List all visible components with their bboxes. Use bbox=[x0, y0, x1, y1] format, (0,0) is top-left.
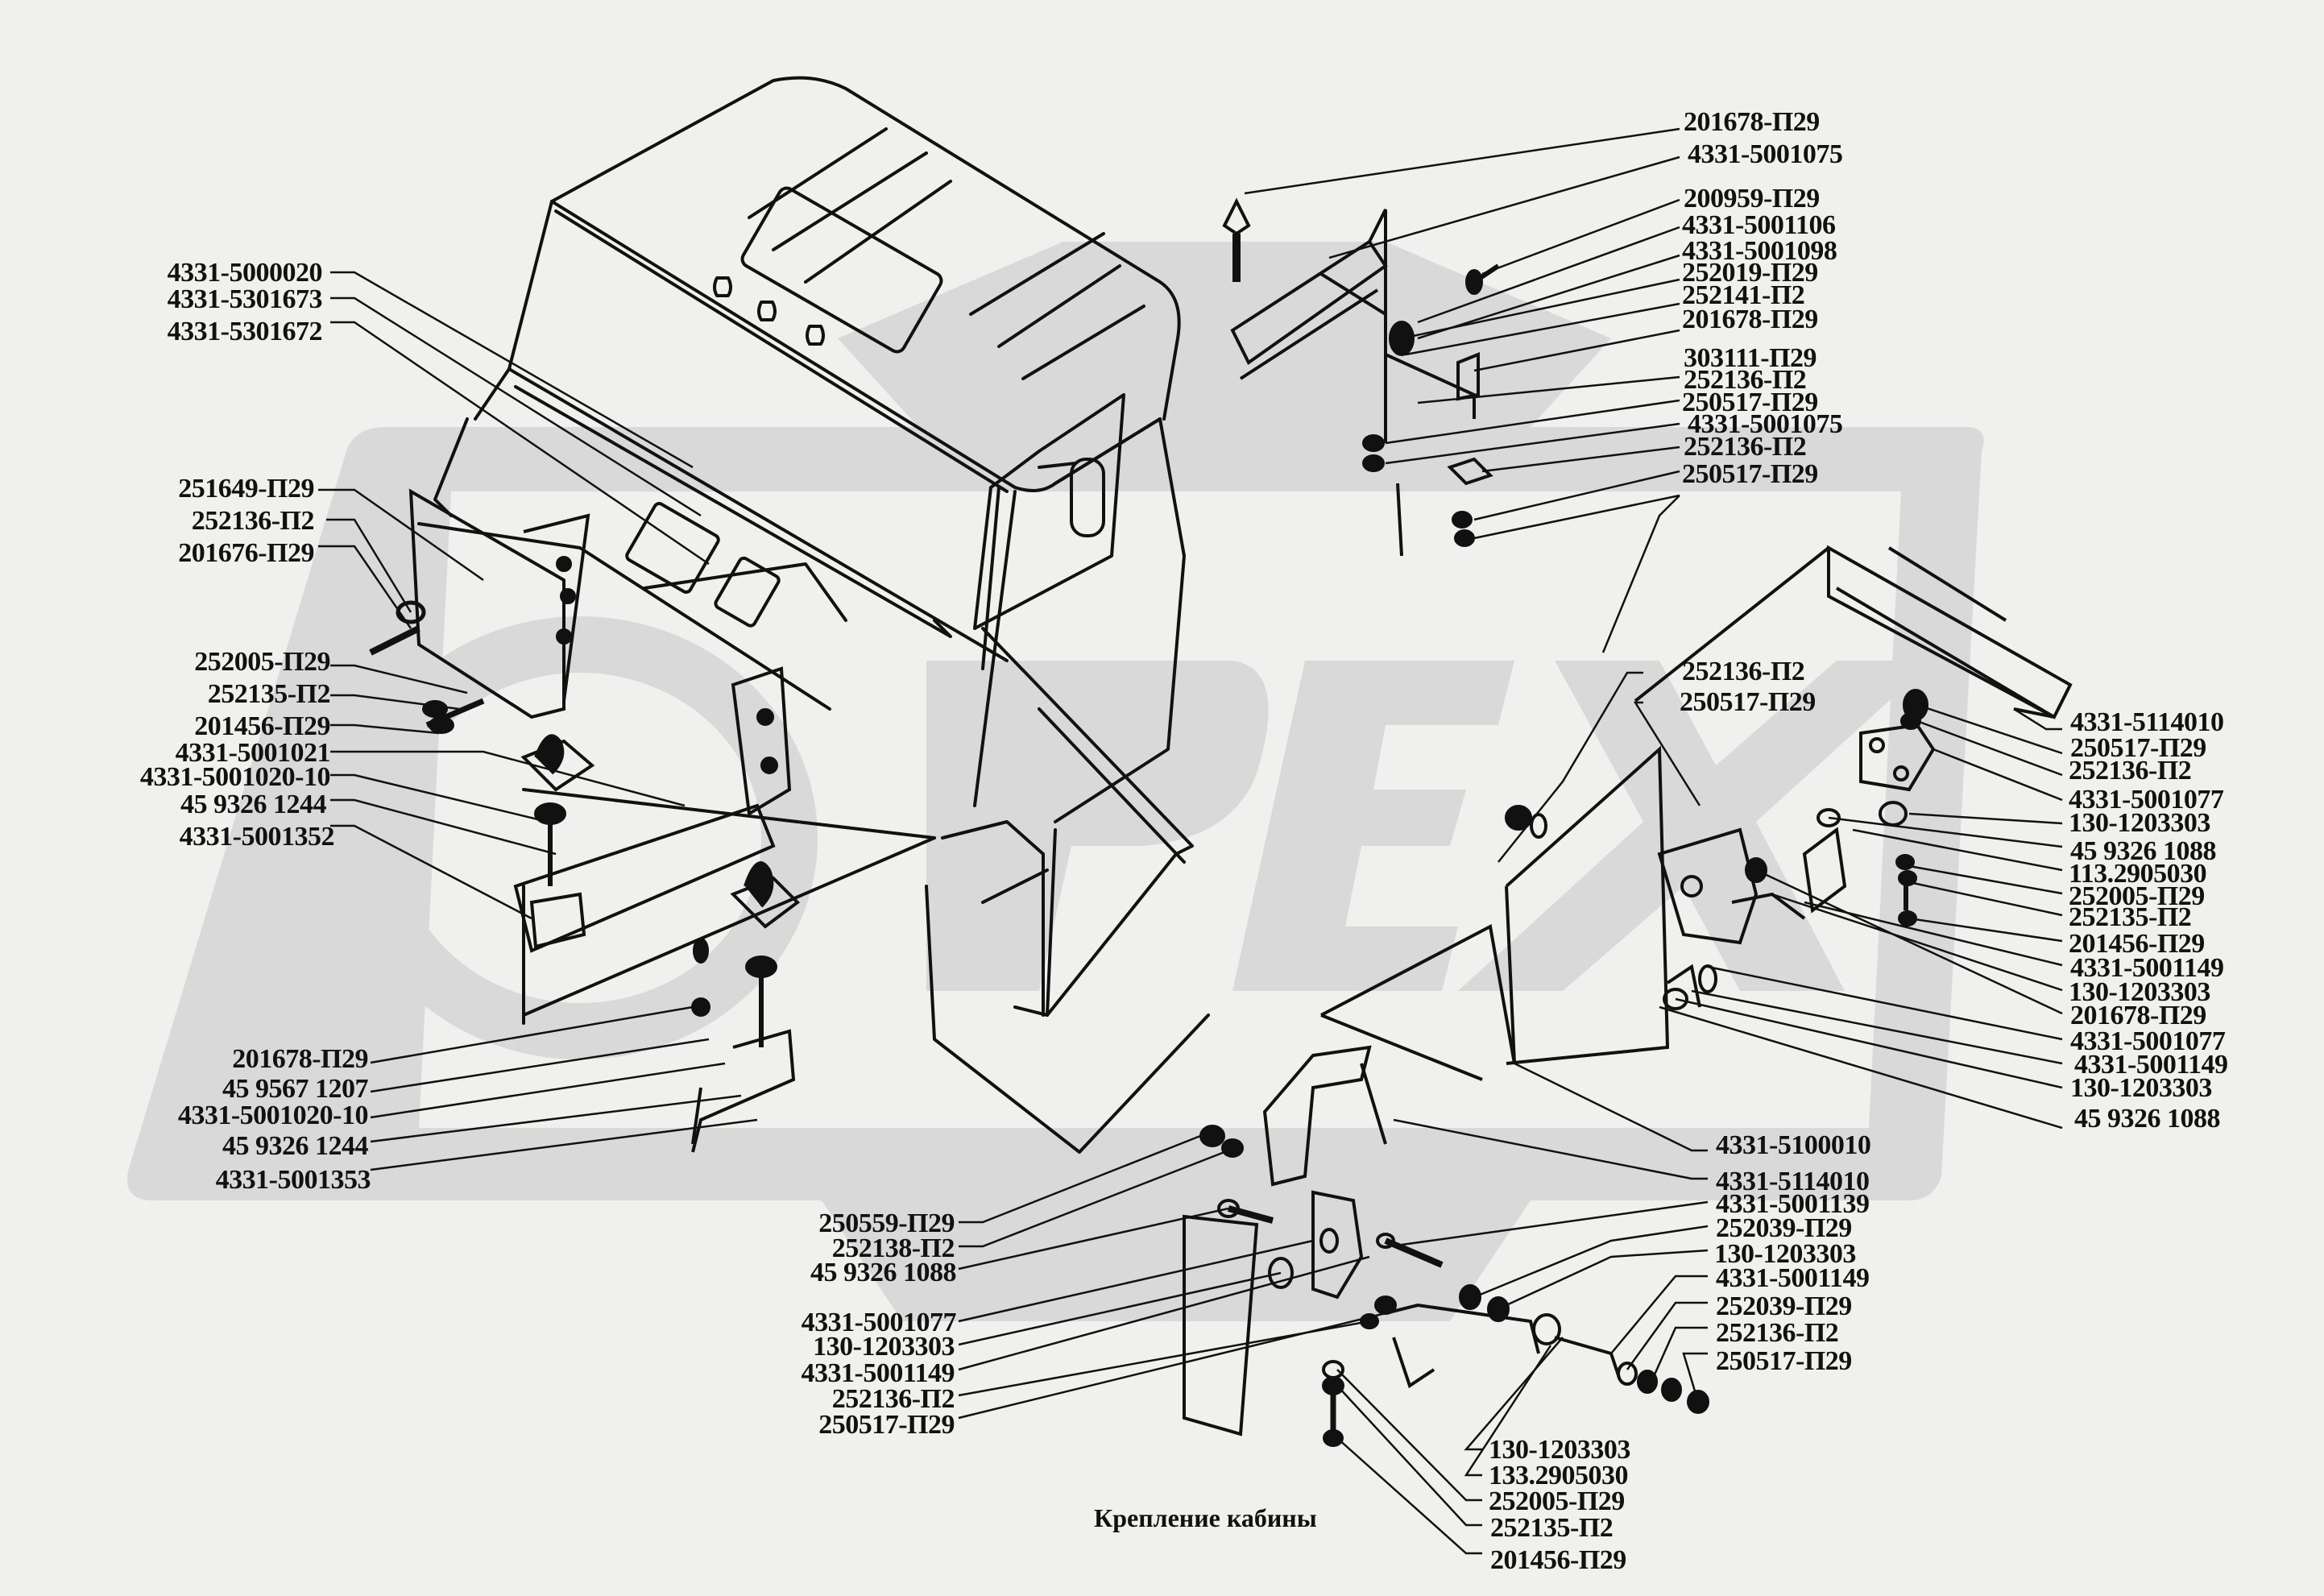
part-label: 4331-5001352 bbox=[179, 822, 335, 852]
part-label: 45 9326 1088 bbox=[2070, 836, 2217, 866]
part-label: 303111-П29 bbox=[1684, 343, 1817, 373]
part-label: 130-1203303 bbox=[2069, 977, 2210, 1007]
part-label: 4331-5001098 bbox=[1682, 236, 1837, 266]
part-label: 251649-П29 bbox=[178, 474, 314, 504]
rear-lower-mount-parts bbox=[1320, 545, 2073, 1081]
part-label: 250517-П29 bbox=[818, 1410, 955, 1440]
part-label: 4331-5114010 bbox=[2070, 707, 2224, 737]
part-label: 252138-П2 bbox=[831, 1233, 955, 1263]
part-label: 4331-5100010 bbox=[1716, 1130, 1871, 1160]
part-label: 250559-П29 bbox=[818, 1208, 955, 1238]
watermark-logo bbox=[127, 242, 1984, 1321]
part-label: 4331-5001075 bbox=[1688, 409, 1843, 439]
part-label: 252136-П2 bbox=[1684, 432, 1807, 462]
part-label: 252136-П2 bbox=[1716, 1318, 1839, 1348]
part-label: 250517-П29 bbox=[1716, 1346, 1852, 1376]
part-label: 201456-П29 bbox=[2069, 929, 2205, 959]
part-label: 201678-П29 bbox=[1682, 305, 1818, 334]
part-label: 252136-П2 bbox=[1684, 365, 1807, 395]
part-label: 45 9326 1088 bbox=[810, 1258, 957, 1287]
part-label: 250517-П29 bbox=[1682, 459, 1818, 489]
diagram-caption: Крепление кабины bbox=[1094, 1503, 1317, 1532]
part-label: 4331-5001020-10 bbox=[177, 1101, 369, 1130]
part-label: 250517-П29 bbox=[1680, 687, 1816, 717]
part-label: 200959-П29 bbox=[1684, 184, 1820, 213]
part-label: 130-1203303 bbox=[2069, 808, 2210, 838]
part-label: 45 9326 1244 bbox=[222, 1131, 369, 1161]
part-label: 45 9326 1244 bbox=[180, 790, 327, 819]
part-label: 4331-5001077 bbox=[801, 1308, 957, 1337]
cab-body-drawing bbox=[417, 76, 1210, 1154]
part-label: 252135-П2 bbox=[207, 679, 331, 709]
part-label: 4331-5001077 bbox=[2069, 785, 2224, 815]
part-label: 130-1203303 bbox=[2070, 1073, 2212, 1103]
part-label: 4331-5001020-10 bbox=[139, 762, 331, 792]
part-label: 4331-5001106 bbox=[1682, 210, 1836, 240]
part-label: 252005-П29 bbox=[2069, 881, 2205, 911]
part-label: 250517-П29 bbox=[2070, 733, 2206, 763]
part-label: 45 9326 1088 bbox=[2074, 1104, 2221, 1134]
part-label: 4331-5001077 bbox=[2070, 1026, 2226, 1056]
part-label: 252135-П2 bbox=[1490, 1513, 1614, 1543]
part-label: 130-1203303 bbox=[813, 1332, 955, 1362]
part-label: 252005-П29 bbox=[1489, 1486, 1625, 1516]
part-label: 4331-5001149 bbox=[1716, 1263, 1870, 1293]
part-label: 4331-5001075 bbox=[1688, 139, 1843, 169]
part-label: 252136-П2 bbox=[2069, 756, 2192, 786]
part-label: 133.2905030 bbox=[1489, 1461, 1629, 1490]
part-label: 201678-П29 bbox=[232, 1044, 368, 1074]
part-label: 252005-П29 bbox=[194, 647, 330, 677]
part-label: 4331-5001353 bbox=[215, 1165, 371, 1195]
part-label: 4331-5001149 bbox=[801, 1358, 955, 1388]
part-label: 201678-П29 bbox=[1684, 107, 1820, 137]
part-label: 113.2905030 bbox=[2069, 859, 2207, 889]
part-label: 201456-П29 bbox=[194, 711, 330, 741]
part-label: 252039-П29 bbox=[1716, 1213, 1852, 1243]
part-label: 252141-П2 bbox=[1682, 280, 1805, 310]
part-label: 252136-П2 bbox=[831, 1384, 955, 1414]
left-front-mount-parts bbox=[369, 488, 801, 1153]
part-label: 252135-П2 bbox=[2069, 902, 2192, 932]
part-label: 4331-5000020 bbox=[167, 258, 323, 288]
part-label: 130-1203303 bbox=[1714, 1239, 1856, 1269]
part-label: 201676-П29 bbox=[178, 538, 314, 568]
part-label: 4331-5001139 bbox=[1716, 1189, 1870, 1219]
part-label: 4331-5001149 bbox=[2070, 953, 2224, 983]
part-label: 252019-П29 bbox=[1682, 258, 1818, 288]
part-label: 201678-П29 bbox=[2070, 1001, 2206, 1030]
part-label: 130-1203303 bbox=[1489, 1435, 1630, 1465]
part-label: 45 9567 1207 bbox=[222, 1074, 369, 1104]
part-label: 252136-П2 bbox=[191, 506, 315, 536]
part-label: 4331-5114010 bbox=[1716, 1167, 1870, 1196]
part-label: 4331-5301673 bbox=[167, 284, 323, 314]
leader-lines bbox=[318, 127, 2063, 1555]
part-label: 252136-П2 bbox=[1682, 657, 1805, 686]
part-label: 4331-5001149 bbox=[2074, 1050, 2228, 1080]
part-label: 250517-П29 bbox=[1682, 388, 1818, 417]
part-label: 4331-5301672 bbox=[167, 317, 323, 346]
part-label: 4331-5001021 bbox=[175, 738, 331, 768]
part-label: 252039-П29 bbox=[1716, 1291, 1852, 1321]
part-label: 201456-П29 bbox=[1490, 1545, 1626, 1575]
